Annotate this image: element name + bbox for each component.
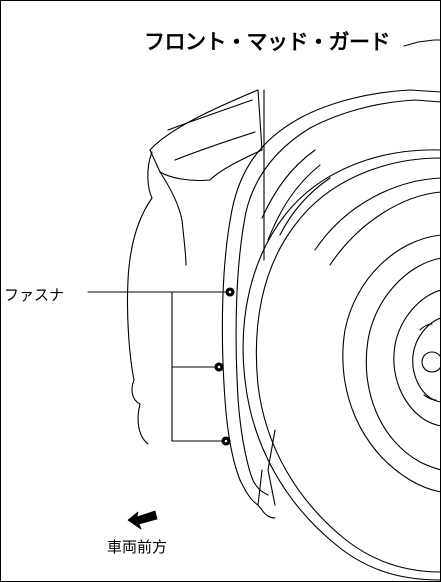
- fastener-points: [214, 287, 235, 446]
- bumper-outline: [126, 89, 263, 445]
- fastener-label: ファスナ: [4, 286, 65, 304]
- vehicle-front-label: 車両前方: [107, 538, 168, 556]
- mud-guard-strip: [221, 89, 441, 519]
- tire: [242, 149, 441, 581]
- mud-guard-title: フロント・マッド・ガード: [144, 30, 391, 54]
- wheel-rim: [342, 234, 441, 493]
- vehicle-front-arrow-icon: [127, 510, 158, 530]
- title-leader: [263, 39, 441, 261]
- fastener-leaders: [87, 291, 229, 442]
